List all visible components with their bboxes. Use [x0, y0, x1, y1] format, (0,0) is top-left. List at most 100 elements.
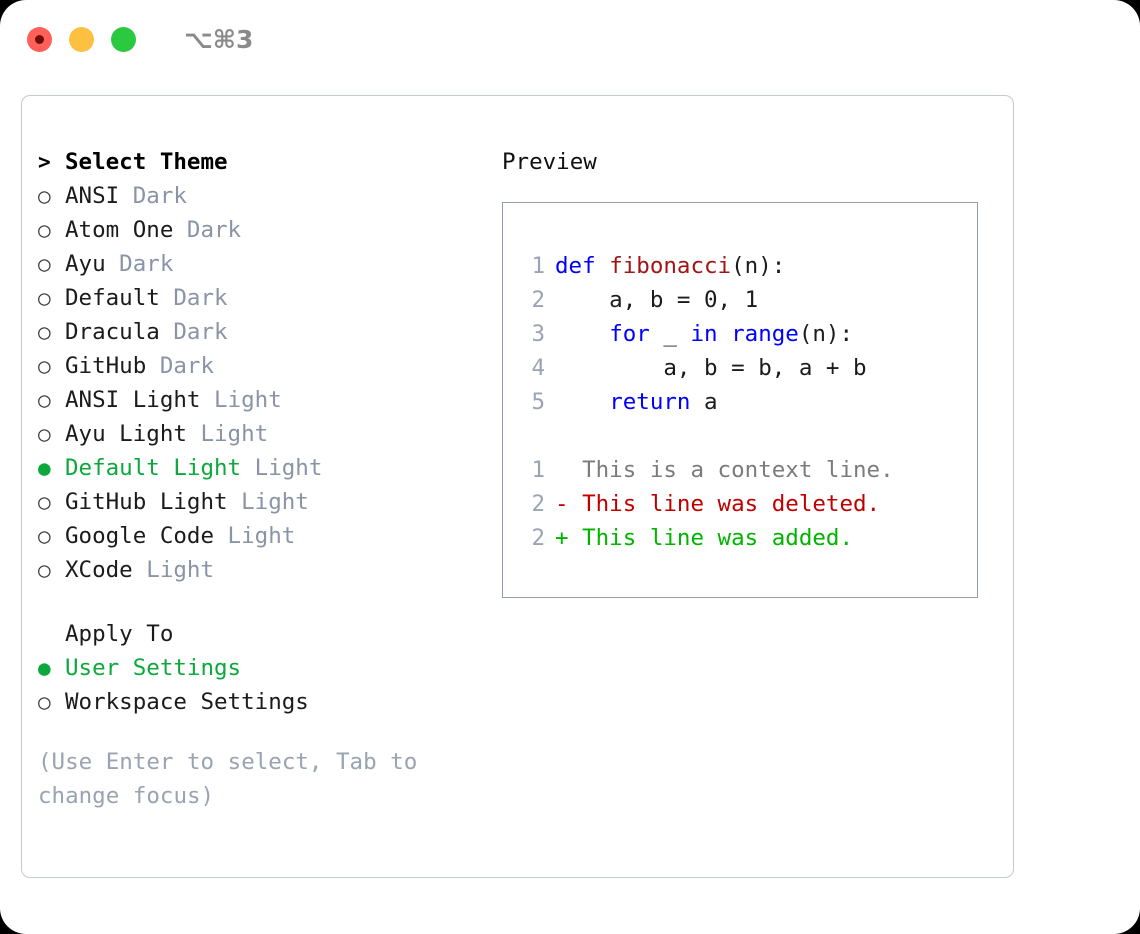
recording-dot-icon	[35, 34, 44, 44]
theme-list-item[interactable]: ● Default Light Light	[38, 451, 498, 485]
code-token: a	[690, 389, 718, 415]
minimize-window-icon[interactable]	[69, 26, 94, 52]
code-token: def	[555, 253, 610, 279]
theme-name-label: Ayu Light	[65, 421, 187, 447]
code-token	[555, 389, 609, 415]
theme-variant-tag: Dark	[105, 251, 174, 277]
code-token: _	[649, 321, 691, 347]
radio-unselected-icon[interactable]: ○	[38, 422, 51, 446]
theme-list-item[interactable]: ○ Google Code Light	[38, 519, 498, 553]
traffic-lights	[27, 26, 136, 52]
code-token: in	[690, 321, 718, 347]
radio-selected-icon[interactable]: ●	[38, 456, 51, 480]
theme-variant-tag: Light	[214, 523, 296, 549]
radio-unselected-icon[interactable]: ○	[38, 690, 51, 714]
line-number: 1	[531, 457, 545, 483]
radio-unselected-icon[interactable]: ○	[38, 320, 51, 344]
theme-variant-tag: Dark	[119, 183, 187, 209]
close-window-icon[interactable]	[27, 26, 52, 52]
code-line: 1 def fibonacci(n):	[503, 249, 977, 283]
code-token: range	[731, 321, 799, 347]
code-token: return	[609, 389, 691, 415]
theme-name-label: Default Light	[65, 455, 242, 481]
code-token: fibonacci	[609, 253, 732, 279]
line-number: 1	[531, 253, 545, 279]
theme-name-label: ANSI Light	[65, 387, 201, 413]
code-token	[718, 321, 732, 347]
theme-name-label: GitHub	[65, 353, 147, 379]
code-token: a, b = 0, 1	[555, 287, 759, 313]
code-token: (n):	[798, 321, 854, 347]
radio-selected-icon[interactable]: ●	[38, 656, 51, 680]
line-number: 2	[531, 491, 545, 517]
radio-unselected-icon[interactable]: ○	[38, 354, 51, 378]
keyboard-hint-text: (Use Enter to select, Tab to change focu…	[38, 749, 418, 809]
code-token: for	[609, 321, 650, 347]
theme-variant-tag: Light	[200, 387, 282, 413]
theme-list-item[interactable]: ○ Atom One Dark	[38, 213, 498, 247]
radio-unselected-icon[interactable]: ○	[38, 286, 51, 310]
diff-line: 1 This is a context line.	[503, 453, 977, 487]
theme-name-label: XCode	[65, 557, 133, 583]
keyboard-shortcut-label: ⌥⌘3	[184, 24, 254, 54]
code-line: 2 a, b = 0, 1	[503, 283, 977, 317]
theme-list-item[interactable]: ○ ANSI Light Light	[38, 383, 498, 417]
diff-sample: 1 This is a context line. 2 - This line wa…	[503, 453, 977, 555]
theme-list-item[interactable]: ○Dracula Dark	[38, 315, 498, 349]
radio-unselected-icon[interactable]: ○	[38, 252, 51, 276]
code-token	[555, 321, 609, 347]
theme-variant-tag: Light	[132, 557, 215, 583]
theme-name-label: Default	[65, 285, 160, 311]
radio-unselected-icon[interactable]: ○	[38, 558, 51, 582]
radio-unselected-icon[interactable]: ○	[38, 388, 51, 412]
theme-variant-tag: Dark	[173, 217, 242, 243]
theme-variant-tag: Light	[186, 421, 269, 447]
apply-to-item[interactable]: ● User Settings	[38, 651, 498, 685]
theme-variant-tag: Dark	[159, 319, 228, 345]
theme-name-label: Ayu	[65, 251, 106, 277]
line-number: 4	[531, 355, 545, 381]
code-diff-separator	[503, 419, 977, 453]
code-line: 3 for _ in range(n):	[503, 317, 977, 351]
theme-variant-tag: Dark	[159, 285, 228, 311]
code-line: 4 a, b = b, a + b	[503, 351, 977, 385]
theme-name-label: Atom One	[65, 217, 174, 243]
hint-spacer	[38, 719, 498, 745]
diff-line: 2 - This line was deleted.	[503, 487, 977, 521]
theme-list-item[interactable]: ○ GitHub Dark	[38, 349, 498, 383]
line-number: 2	[531, 287, 545, 313]
apply-to-label: Workspace Settings	[65, 689, 309, 715]
code-token: (n):	[731, 253, 786, 279]
maximize-window-icon[interactable]	[111, 26, 136, 52]
diff-text: This is a context line.	[555, 457, 894, 483]
theme-variant-tag: Light	[241, 455, 323, 481]
code-token: a, b = b, a + b	[555, 355, 867, 381]
theme-list-item[interactable]: ○ ANSI Dark	[38, 179, 498, 213]
section-spacer	[38, 587, 498, 617]
theme-name-label: ANSI	[65, 183, 120, 209]
theme-list-item[interactable]: ○ XCode Light	[38, 553, 498, 587]
preview-title: Preview	[502, 149, 597, 175]
apply-to-label: User Settings	[65, 655, 242, 681]
window-titlebar: ⌥⌘3	[0, 0, 1140, 78]
line-number: 5	[531, 389, 545, 415]
radio-unselected-icon[interactable]: ○	[38, 184, 51, 208]
theme-list: ○ ANSI Dark ○ Atom One Dark ○ Ayu Dark ○ Defaul…	[38, 179, 498, 587]
theme-list-item[interactable]: ○ Ayu Light Light	[38, 417, 498, 451]
theme-list-item[interactable]: ○ Default Dark	[38, 281, 498, 315]
theme-list-item[interactable]: ○GitHub Light Light	[38, 485, 498, 519]
radio-unselected-icon[interactable]: ○	[38, 524, 51, 548]
theme-list-item[interactable]: ○ Ayu Dark	[38, 247, 498, 281]
diff-text: - This line was deleted.	[555, 491, 881, 517]
code-line: 5 return a	[503, 385, 977, 419]
apply-to-item[interactable]: ○ Workspace Settings	[38, 685, 498, 719]
theme-name-label: Google Code	[65, 523, 215, 549]
radio-unselected-icon[interactable]: ○	[38, 490, 51, 514]
radio-unselected-icon[interactable]: ○	[38, 218, 51, 242]
select-theme-title: Select Theme	[65, 149, 228, 175]
theme-variant-tag: Dark	[146, 353, 215, 379]
diff-text: + This line was added.	[555, 525, 854, 551]
